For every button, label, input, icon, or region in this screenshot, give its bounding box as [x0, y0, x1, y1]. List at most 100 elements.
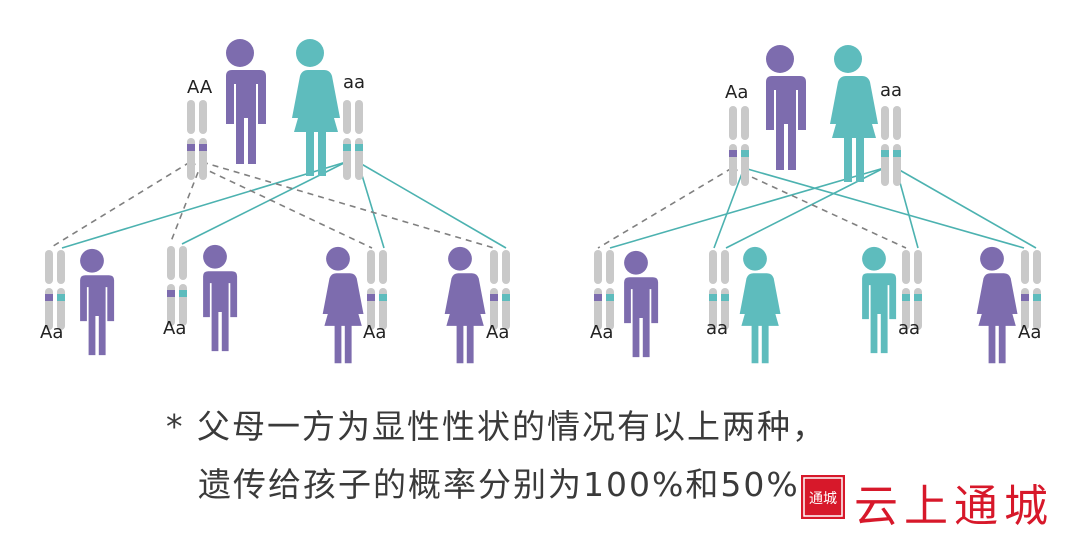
chromosome-arm	[606, 250, 614, 284]
male-body	[760, 76, 806, 170]
son-figure	[198, 244, 238, 352]
head	[203, 244, 227, 269]
son-figure	[857, 246, 897, 354]
child-genotype-label: Aa	[590, 322, 613, 343]
mother-allele-line	[895, 167, 1037, 249]
head	[624, 250, 648, 275]
gene-band	[606, 294, 614, 301]
gene-band	[199, 144, 207, 151]
gene-band	[367, 294, 375, 301]
parent-genotype-label: aa	[880, 80, 902, 101]
daughter-figure	[444, 246, 486, 364]
chromosome-arm	[379, 250, 387, 284]
mother-figure	[292, 39, 340, 176]
gene-band	[1021, 294, 1029, 301]
chromosome-arm	[721, 250, 729, 284]
parent-chromosome-pair	[729, 106, 749, 186]
chromosome-arm	[355, 100, 363, 134]
panel-2-lines	[597, 167, 1037, 249]
parent-genotype-label: AA	[187, 77, 213, 98]
child-genotype-label: aa	[706, 318, 728, 339]
head	[980, 246, 1004, 271]
chromosome-arm	[57, 250, 65, 284]
mother-allele-line	[609, 167, 885, 249]
gene-band	[179, 290, 187, 297]
father-allele-line	[189, 161, 373, 249]
chromosome-arm	[729, 106, 737, 140]
child-chromosome-pair	[902, 250, 922, 330]
daughter-figure	[739, 246, 781, 364]
parent-genotype-label: Aa	[725, 82, 748, 103]
gene-band	[167, 290, 175, 297]
female-body	[976, 273, 1018, 364]
child-chromosome-pair	[709, 250, 729, 330]
caption-line-2: 遗传给孩子的概率分别为100%和50%	[198, 465, 800, 504]
child-chromosome-pair	[594, 250, 614, 330]
chromosome-arm	[45, 250, 53, 284]
caption-line-1: * 父母一方为显性性状的情况有以上两种，	[166, 407, 827, 446]
chromosome-arm	[367, 250, 375, 284]
gene-band	[902, 294, 910, 301]
chromosome-arm	[881, 106, 889, 140]
chromosome-arm	[343, 100, 351, 134]
seal-logo-text: 通城	[809, 491, 837, 507]
parent-genotype-label: aa	[343, 72, 365, 93]
chromosome-arm	[893, 106, 901, 140]
head	[80, 248, 104, 273]
head	[226, 39, 254, 67]
gene-band	[721, 294, 729, 301]
gene-band	[729, 150, 737, 157]
head	[862, 246, 886, 271]
gene-band	[45, 294, 53, 301]
father-allele-line	[201, 161, 495, 249]
head	[743, 246, 767, 271]
head	[326, 246, 350, 271]
father-figure	[220, 39, 266, 164]
father-allele-line	[169, 161, 203, 245]
daughter-figure	[322, 246, 364, 364]
seal-logo-icon: 通城	[801, 475, 845, 519]
male-body	[857, 273, 897, 354]
chromosome-arm	[490, 250, 498, 284]
gene-band	[893, 150, 901, 157]
chromosome-arm	[1021, 250, 1029, 284]
father-allele-line	[743, 167, 1025, 249]
gene-band	[490, 294, 498, 301]
mother-allele-line	[61, 161, 347, 249]
child-chromosome-pair	[1021, 250, 1041, 330]
father-figure	[760, 45, 806, 170]
gene-band	[57, 294, 65, 301]
daughter-figure	[976, 246, 1018, 364]
father-allele-line	[713, 167, 745, 249]
chromosome-arm	[902, 250, 910, 284]
father-allele-line	[49, 161, 191, 249]
gene-band	[343, 144, 351, 151]
male-body	[75, 275, 115, 356]
chromosome-arm	[914, 250, 922, 284]
head	[296, 39, 324, 67]
father-allele-line	[597, 167, 733, 249]
head	[766, 45, 794, 73]
female-body	[739, 273, 781, 364]
female-body	[322, 273, 364, 364]
gene-band	[881, 150, 889, 157]
chromosome-arm	[179, 246, 187, 280]
father-allele-line	[731, 167, 907, 249]
child-chromosome-pair	[367, 250, 387, 330]
mother-figure	[830, 45, 878, 182]
head	[834, 45, 862, 73]
male-body	[198, 271, 238, 352]
chromosome-arm	[199, 100, 207, 134]
child-genotype-label: aa	[898, 318, 920, 339]
parent-chromosome-pair	[187, 100, 207, 180]
head	[448, 246, 472, 271]
gene-band	[914, 294, 922, 301]
chromosome-arm	[502, 250, 510, 284]
male-body	[220, 70, 266, 164]
child-genotype-label: Aa	[363, 322, 386, 343]
child-chromosome-pair	[167, 246, 187, 326]
gene-band	[187, 144, 195, 151]
